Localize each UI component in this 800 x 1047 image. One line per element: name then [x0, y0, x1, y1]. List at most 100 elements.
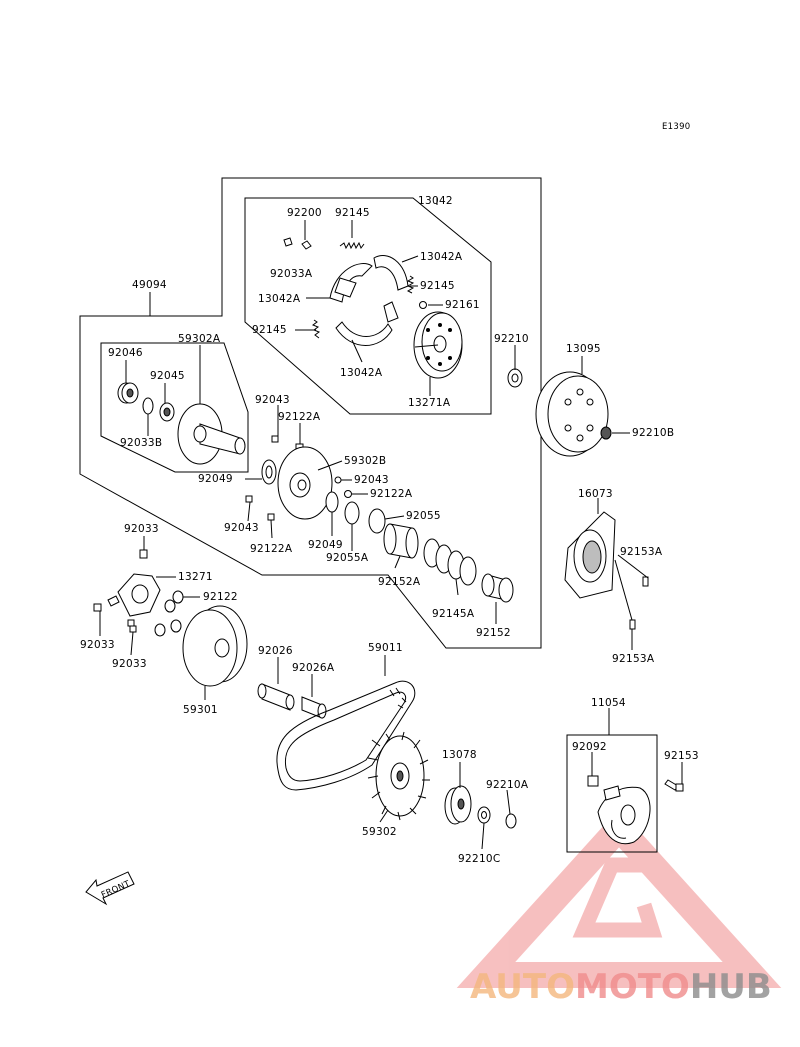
clutch-shoe-assembly [329, 255, 409, 346]
spring-92145-left [311, 319, 321, 339]
label-92210B: 92210B [632, 427, 674, 439]
label-92161: 92161 [445, 299, 480, 311]
label-92153A-upper: 92153A [620, 546, 663, 558]
label-92122A-lower: 92122A [250, 543, 293, 555]
label-13095: 13095 [566, 343, 601, 355]
collar-92026A [301, 696, 327, 719]
label-92210: 92210 [494, 333, 529, 345]
label-92043-mid: 92043 [354, 474, 389, 486]
label-92122A-upper: 92122A [278, 411, 321, 423]
label-13271: 13271 [178, 571, 213, 583]
label-92033-lower: 92033 [112, 658, 147, 670]
pin-92043-upper [271, 435, 279, 443]
label-92049-upper: 92049 [198, 473, 233, 485]
label-92210C: 92210C [458, 853, 501, 865]
label-92033-left: 92033 [80, 639, 115, 651]
roller-92122A-mid [344, 490, 352, 498]
label-92145-top: 92145 [335, 207, 370, 219]
o-ring-92055A [344, 501, 360, 525]
pin-92200 [283, 237, 293, 247]
label-92145A: 92145A [432, 608, 475, 620]
label-59302B: 59302B [344, 455, 386, 467]
label-92033A: 92033A [270, 268, 313, 280]
label-16073: 16073 [578, 488, 613, 500]
slider-92033-upper [139, 549, 148, 559]
watermark-auto: AUTO [470, 967, 575, 1007]
label-92026A: 92026A [292, 662, 335, 674]
collar-92152 [481, 573, 514, 603]
label-59011: 59011 [368, 642, 403, 654]
rollers-92122 [154, 590, 184, 637]
bolt-92153A-upper [642, 576, 649, 587]
label-92152A: 92152A [378, 576, 421, 588]
label-92033-upper: 92033 [124, 523, 159, 535]
driven-face-59302B [277, 446, 333, 520]
watermark-logo [456, 808, 782, 988]
label-13078: 13078 [442, 749, 477, 761]
collar-92026 [257, 683, 295, 711]
label-49094: 49094 [132, 279, 167, 291]
label-92122: 92122 [203, 591, 238, 603]
bracket-11054 [597, 785, 651, 844]
label-13042A-top: 13042A [420, 251, 463, 263]
label-92145-left: 92145 [252, 324, 287, 336]
washer-92210A [505, 813, 517, 829]
svg-text:AUTOMOTOHUB: AUTOMOTOHUB [470, 967, 772, 1007]
drive-face-59301 [182, 605, 248, 687]
label-92045: 92045 [150, 370, 185, 382]
bolt-92153-head [675, 783, 684, 792]
label-92092: 92092 [572, 741, 607, 753]
spring-92145-right [406, 275, 415, 294]
o-ring-92055 [368, 508, 386, 534]
bolt-92153 [664, 779, 679, 791]
assembly-outline-11054 [566, 734, 658, 853]
label-11054: 11054 [591, 697, 626, 709]
front-arrow: FRONT [85, 871, 135, 906]
label-92153: 92153 [664, 750, 699, 762]
label-92152: 92152 [476, 627, 511, 639]
label-59302: 59302 [362, 826, 397, 838]
label-59301: 59301 [183, 704, 218, 716]
watermark-moto: MOTO [575, 967, 690, 1007]
driven-face-59302A [177, 403, 246, 465]
pin-92043-mid [334, 476, 342, 484]
label-13271A: 13271A [408, 397, 451, 409]
assembly-outline-59302A [100, 342, 249, 473]
label-92026: 92026 [258, 645, 293, 657]
cover-16073 [564, 511, 616, 599]
label-92122A-mid: 92122A [370, 488, 413, 500]
drive-fan-59302 [367, 731, 430, 821]
bolt-92153A-lower [629, 619, 636, 630]
roller-92122A-lower [267, 513, 275, 521]
label-92033B: 92033B [120, 437, 162, 449]
nut-92210C [477, 806, 491, 824]
seal-92049-lower [325, 491, 339, 513]
label-92210A: 92210A [486, 779, 529, 791]
spring-92145A [423, 538, 477, 586]
washer-92033A [301, 240, 312, 250]
drive-plate-13078 [444, 785, 472, 825]
circlip-92033B [142, 397, 154, 415]
clutch-housing-13095 [535, 371, 612, 457]
ramp-plate-13271 [107, 573, 161, 627]
label-92153A-lower: 92153A [612, 653, 655, 665]
seal-92049-upper [261, 459, 277, 485]
label-92049-lower: 92049 [308, 539, 343, 551]
slider-92033-lower [129, 625, 137, 633]
spring-92145-top [339, 241, 365, 250]
slider-92033-left [93, 603, 102, 612]
label-13042A-left: 13042A [258, 293, 301, 305]
leader-lines [99, 198, 683, 850]
watermark-text: AUTOMOTOHUB [470, 967, 772, 1007]
collar-92152A [383, 523, 419, 559]
bearing-92046 [117, 382, 139, 404]
assembly-outline-13042 [244, 197, 492, 415]
diagram-code: E1390 [662, 122, 691, 132]
label-92055A: 92055A [326, 552, 369, 564]
label-59302A: 59302A [178, 333, 221, 345]
label-92200: 92200 [287, 207, 322, 219]
label-92055: 92055 [406, 510, 441, 522]
nut-92210 [507, 368, 523, 388]
bearing-92045 [159, 402, 175, 422]
